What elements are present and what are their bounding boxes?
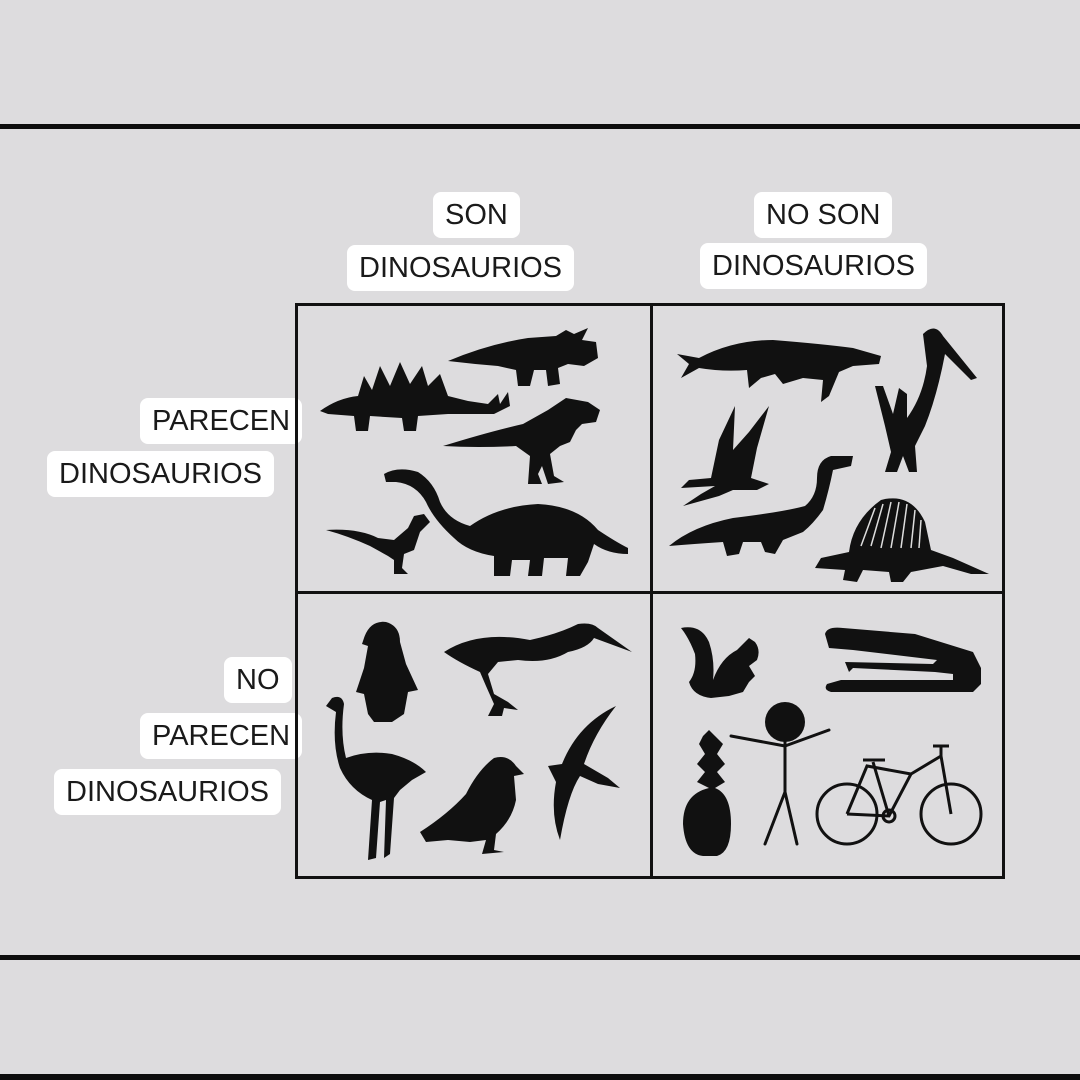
row-header-parecen-line1: PARECEN	[140, 398, 303, 444]
stegosaurus-icon	[320, 362, 510, 431]
col-header-noson-line2: DINOSAURIOS	[700, 243, 928, 289]
velociraptor-icon	[326, 514, 430, 574]
classification-grid	[295, 303, 1005, 879]
quadrant-top-right	[653, 306, 1005, 591]
bicycle-icon	[815, 744, 983, 846]
col-header-son-line2: DINOSAURIOS	[347, 245, 575, 291]
pteranodon-icon	[681, 406, 769, 506]
quetzalcoatlus-icon	[875, 328, 977, 472]
grid-horizontal-divider	[298, 591, 1002, 594]
mosasaur-icon	[677, 340, 881, 402]
squirrel-icon	[681, 627, 759, 698]
seagull-icon	[548, 706, 620, 840]
stick-figure-icon	[729, 702, 831, 846]
bottom-edge-bar	[0, 1074, 1080, 1080]
ostrich-icon	[326, 696, 426, 860]
heron-icon	[444, 623, 632, 716]
quadrant-bottom-right	[653, 594, 1005, 879]
row-header-noparecen-line2: PARECEN	[140, 713, 303, 759]
top-divider-line	[0, 124, 1080, 129]
row-header-parecen-line2: DINOSAURIOS	[47, 451, 275, 497]
quadrant-bottom-left	[298, 594, 650, 879]
stapler-icon	[825, 627, 981, 692]
col-header-noson-line1: NO SON	[754, 192, 893, 238]
row-header-noparecen-line1: NO	[224, 657, 292, 703]
tyrannosaurus-icon	[443, 398, 600, 484]
pineapple-icon	[683, 730, 731, 856]
triceratops-icon	[448, 328, 598, 386]
quadrant-top-left	[298, 306, 650, 591]
dimetrodon-icon	[815, 498, 989, 582]
penguin-icon	[356, 621, 418, 722]
brachiosaurus-icon	[384, 469, 628, 576]
bottom-divider-line	[0, 955, 1080, 960]
row-header-noparecen-line3: DINOSAURIOS	[54, 769, 282, 815]
pigeon-icon	[420, 757, 524, 854]
col-header-son-line1: SON	[433, 192, 520, 238]
plesiosaur-icon	[669, 456, 853, 556]
